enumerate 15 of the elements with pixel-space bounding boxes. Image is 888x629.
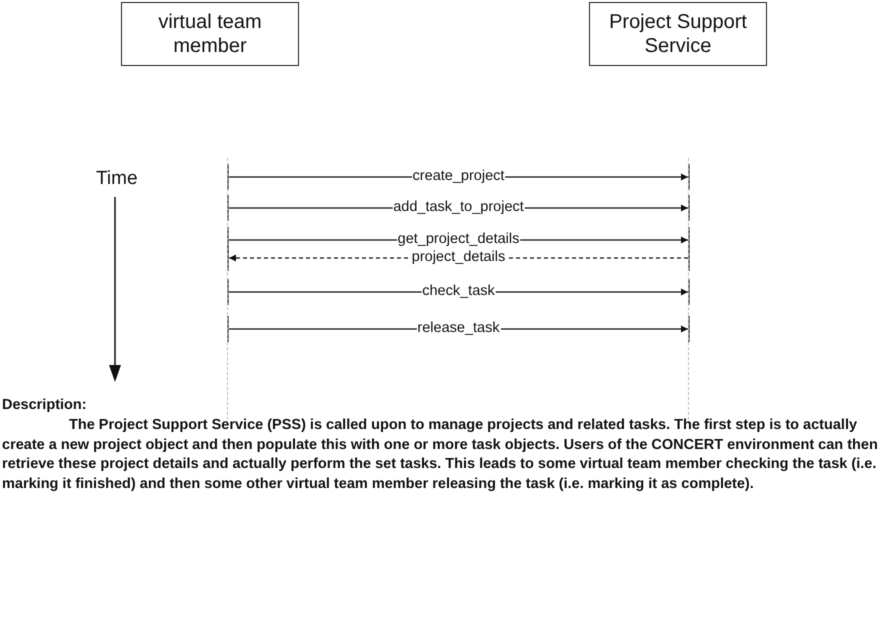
message-label: project_details [410, 250, 506, 266]
message-label: get_project_details [396, 232, 520, 248]
message-label: check_task [421, 284, 496, 300]
participant-name: Project Support Service [608, 10, 748, 58]
lifeline [688, 158, 690, 420]
message-label: add_task_to_project [392, 200, 525, 216]
participant-box [589, 2, 767, 66]
lifeline [227, 158, 229, 420]
message-label: release_task [416, 321, 501, 337]
axis-label: Time [96, 168, 138, 190]
message-label: create_project [412, 169, 506, 185]
section-heading: Description: [2, 397, 87, 413]
participant-name: virtual team member [157, 10, 263, 58]
description-paragraph: The Project Support Service (PSS) is called upon to manage projects and related tasks. The first step is to actually create a new project object and then populate this with one or more task objects. Users of the CONCERT environment can then retrieve these project details and actually perform the set tasks. This leads to some virtual team member checking the task (i.e. marking it finished) and then some other virtual team member releasing the task (i.e. marking it as complete). [2, 416, 879, 494]
participant-box [121, 2, 299, 66]
